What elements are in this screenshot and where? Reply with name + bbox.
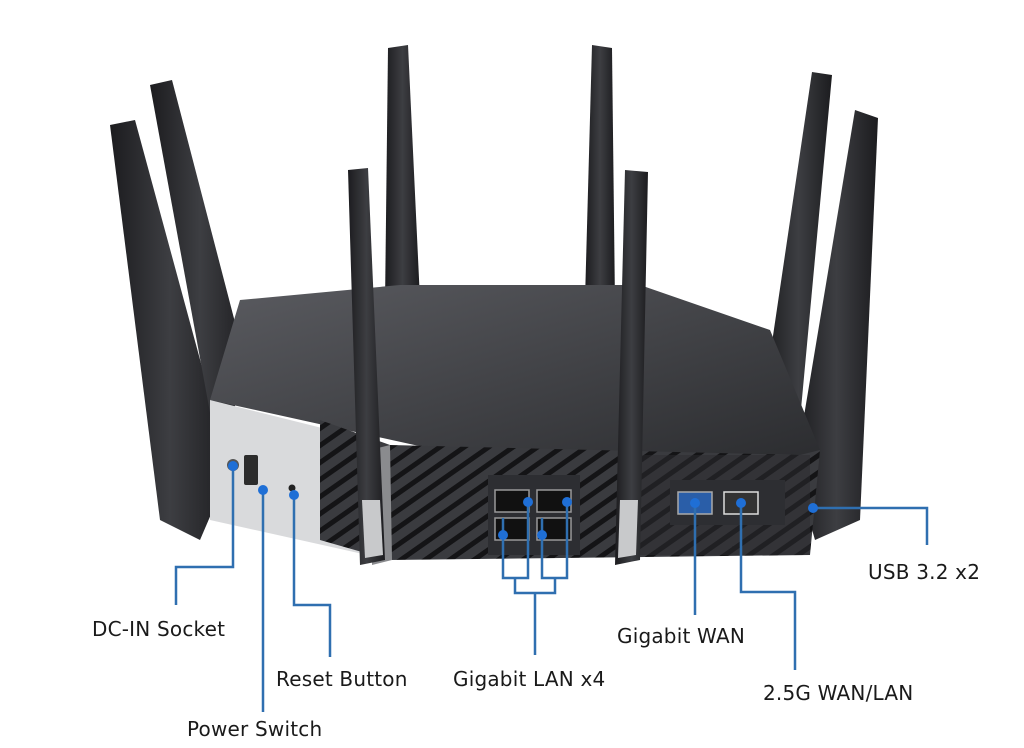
label-usb: USB 3.2 x2 bbox=[868, 560, 981, 584]
usb-dot bbox=[808, 503, 818, 513]
antenna-right-outer bbox=[795, 110, 878, 540]
reset-callout bbox=[292, 495, 332, 657]
callouts bbox=[174, 461, 929, 712]
antenna-back-left bbox=[385, 45, 420, 305]
label-dc-in-socket: DC-IN Socket bbox=[92, 617, 226, 641]
reset-hole bbox=[288, 484, 296, 492]
label-gigabit-lan: Gigabit LAN x4 bbox=[453, 667, 606, 691]
wan-port-block bbox=[670, 480, 785, 525]
power-switch-dot bbox=[258, 485, 268, 495]
label-power-switch: Power Switch bbox=[187, 717, 323, 741]
antenna-back-right bbox=[585, 45, 615, 305]
dc-in-callout bbox=[174, 468, 235, 605]
antenna-left-outer bbox=[110, 120, 230, 540]
usb-callout bbox=[813, 506, 929, 545]
power-switch bbox=[244, 455, 258, 485]
label-wan-lan-25g: 2.5G WAN/LAN bbox=[763, 681, 914, 705]
wan-lan-25g-dot bbox=[736, 498, 746, 508]
antenna-front-right bbox=[615, 170, 648, 565]
label-gigabit-wan: Gigabit WAN bbox=[617, 624, 745, 648]
wan-lan-25g-callout bbox=[739, 505, 797, 670]
dc-in-dot bbox=[228, 461, 238, 471]
antenna-right-inner bbox=[765, 72, 832, 420]
antenna-front-left bbox=[348, 168, 385, 565]
wan-dot bbox=[690, 498, 700, 508]
lan-callout-join bbox=[513, 578, 557, 655]
label-reset-button: Reset Button bbox=[276, 667, 408, 691]
reset-dot bbox=[289, 490, 299, 500]
